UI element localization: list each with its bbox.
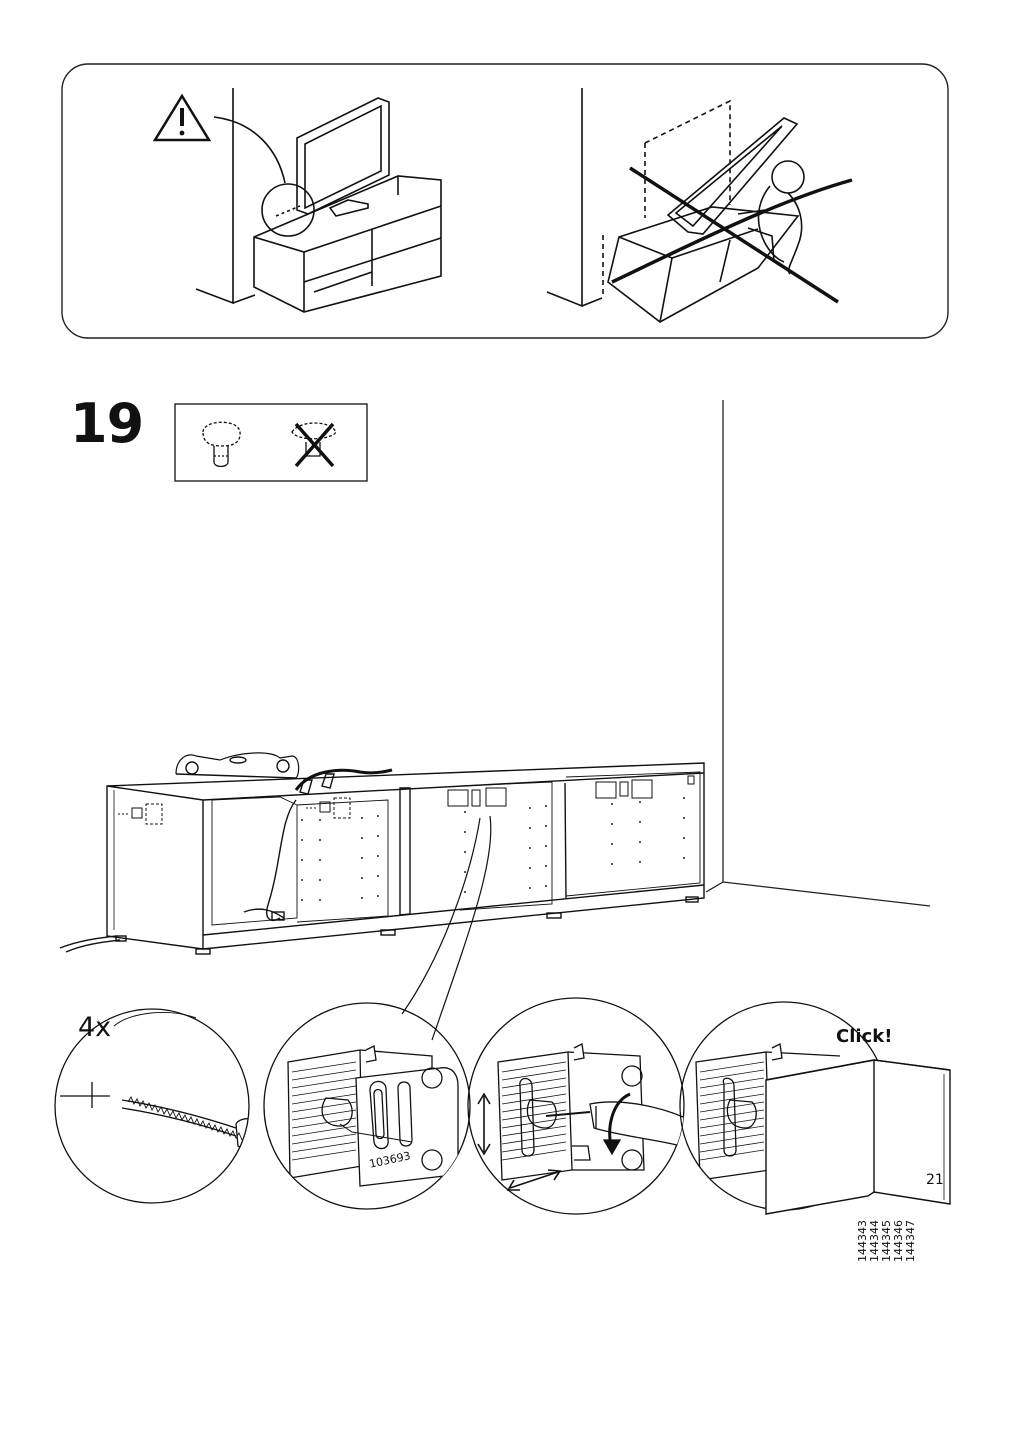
rotate-arrow-icon <box>602 1092 631 1156</box>
detail-screwdriver <box>467 997 685 1215</box>
screw-choice-box <box>174 403 368 482</box>
click-label: Click! <box>836 1026 893 1047</box>
page-number: 21 <box>926 1172 944 1188</box>
detail-screw <box>54 1008 250 1204</box>
quantity-label: 4x <box>78 1012 112 1043</box>
adjust-arrows <box>477 1092 562 1191</box>
warning-triangle-icon <box>152 93 212 142</box>
tv-bench-correct-scene <box>152 88 442 313</box>
door-panel <box>765 1059 951 1215</box>
article-numbers: 144343 144344 144345 144346 144347 <box>856 1212 936 1262</box>
warning-panel <box>61 63 949 339</box>
detail-bracket <box>263 1002 471 1210</box>
screw-icon <box>121 1096 249 1150</box>
room-corner <box>705 400 931 907</box>
step-number: 19 <box>70 392 144 455</box>
tv-bench-prohibited-scene <box>546 88 853 323</box>
screw-head-correct-icon <box>202 421 241 468</box>
article-number: 144347 <box>904 1220 917 1262</box>
screw-head-wrong-icon <box>291 422 337 468</box>
bench-interior <box>59 752 705 1041</box>
